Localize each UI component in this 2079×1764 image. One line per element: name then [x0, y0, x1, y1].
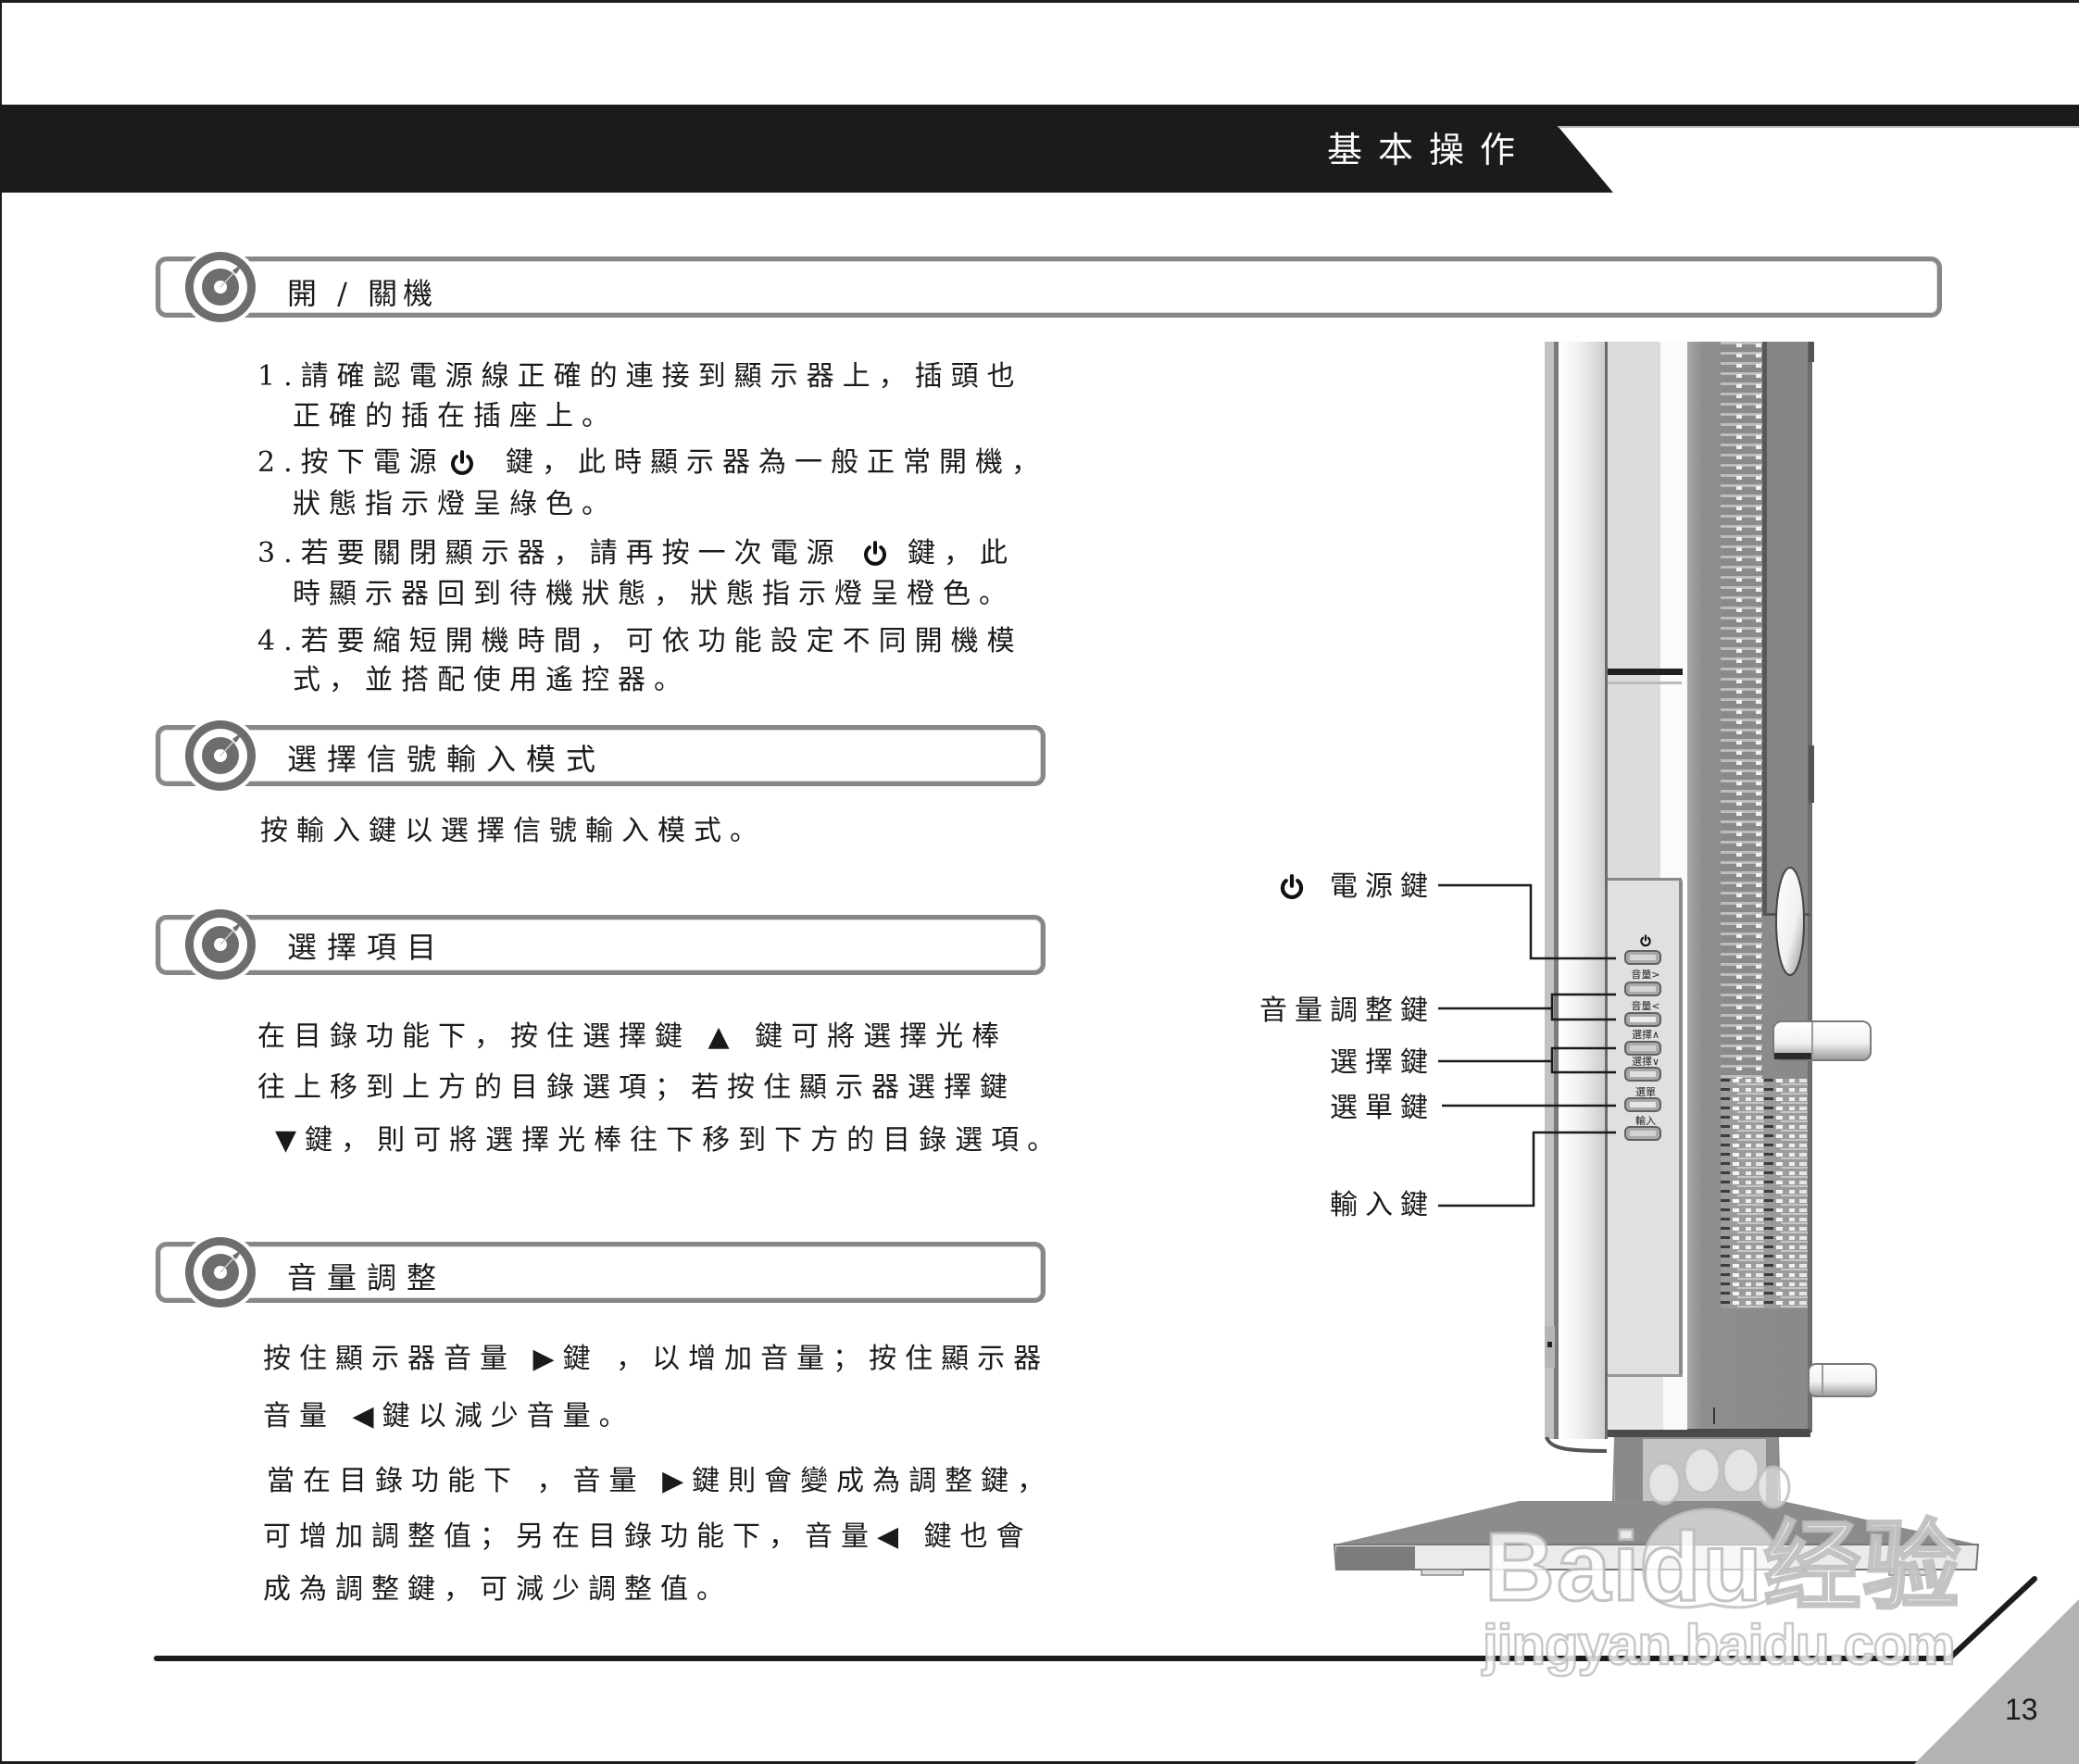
target-icon: [182, 248, 259, 326]
chapter-header-band: [0, 105, 2079, 193]
section-header-input-mode: [156, 725, 1046, 786]
panel-label-select-up: 選擇∧: [1631, 1029, 1660, 1041]
vent-grille-lower: [1721, 1079, 1808, 1308]
panel-label-input: 輸入: [1635, 1115, 1656, 1127]
leader-input: [1438, 1131, 1616, 1207]
target-icon: [182, 906, 259, 983]
leader-select-bracket: [1550, 1046, 1616, 1074]
panel-button-input: [1624, 1126, 1661, 1141]
panel-button-volume-up: [1624, 982, 1661, 996]
leader-power: [1438, 883, 1616, 960]
body-line: 成為調整鍵，可減少調整值。: [263, 1573, 733, 1606]
section-header-select-item: [156, 915, 1046, 975]
panel-label-select-down: 選擇∨: [1631, 1056, 1660, 1068]
callout-power-key: 電源鍵: [1330, 870, 1435, 903]
body-line: 在目錄功能下，按住選擇鍵 ▲ 鍵可將選擇光棒: [257, 1020, 1008, 1053]
panel-button-select-up: [1624, 1041, 1661, 1056]
body-line: 按輸入鍵以選擇信號輸入模式。: [260, 815, 766, 847]
body-line: 鍵，此時顯示器為一般正常開機，: [506, 446, 1047, 479]
leader-volume-bracket: [1550, 993, 1616, 1021]
section-header-volume: [156, 1242, 1046, 1303]
body-line: 3.若要關閉顯示器，請再按一次電源: [257, 537, 843, 569]
body-line: 鍵，此: [908, 537, 1016, 569]
section-header-power: [156, 256, 1942, 318]
body-line: 往上移到上方的目錄選項；若按住顯示器選擇鍵: [257, 1071, 1016, 1104]
chapter-title: 基本操作: [1327, 130, 1532, 170]
body-line: 音量 ◀鍵以減少音量。: [263, 1400, 635, 1432]
section-title: 選擇項目: [287, 930, 447, 965]
panel-button-power: [1624, 950, 1661, 965]
body-line: 按住顯示器音量 ▶鍵 ，以增加音量；按住顯示器: [263, 1343, 1050, 1375]
body-line: 正確的插在插座上。: [293, 400, 618, 432]
body-line: 1.請確認電源線正確的連接到顯示器上，插頭也: [257, 360, 1023, 393]
panel-label-menu: 選單: [1635, 1086, 1656, 1098]
corner-page-tab: [1914, 1599, 2079, 1764]
carry-handle: [1775, 867, 1805, 976]
body-line: 時顯示器回到待機狀態，狀態指示燈呈橙色。: [293, 578, 1015, 610]
panel-button-menu: [1624, 1097, 1661, 1112]
target-icon: [182, 1233, 259, 1311]
panel-label-volume-up: 音量>: [1631, 969, 1660, 981]
target-icon: [182, 717, 259, 794]
page-number: 13: [2005, 1693, 2038, 1726]
panel-button-select-down: [1624, 1067, 1661, 1082]
body-line: 式，並搭配使用遙控器。: [293, 664, 690, 696]
panel-button-volume-down: [1624, 1012, 1661, 1027]
watermark-brand: Baidu经验: [1484, 1513, 1962, 1621]
panel-label-volume-down: 音量<: [1631, 1000, 1660, 1012]
power-icon: [451, 450, 473, 475]
body-line: 狀態指示燈呈綠色。: [293, 488, 618, 520]
body-line: 可增加調整值；另在目錄功能下，音量◀ 鍵也會: [263, 1520, 1033, 1553]
power-icon: [1280, 874, 1304, 899]
power-icon: [864, 541, 886, 566]
side-connector-lower: [1808, 1363, 1877, 1397]
callout-leader-lines: [1438, 883, 1616, 1207]
body-line: ▼鍵，則可將選擇光棒往下移到下方的目錄選項。: [275, 1124, 1064, 1157]
monitor-illustration: [1333, 342, 1980, 1576]
section-title: 選擇信號輸入模式: [287, 742, 607, 777]
callout-select-key: 選擇鍵: [1330, 1046, 1435, 1079]
watermark-url: jingyan.baidu.com: [1482, 1614, 1957, 1676]
body-line: 4.若要縮短開機時間，可依功能設定不同開機模: [257, 625, 1023, 657]
power-icon: [1640, 934, 1651, 947]
callout-menu-key: 選單鍵: [1330, 1092, 1435, 1124]
callout-volume-key: 音量調整鍵: [1259, 995, 1435, 1027]
section-title: 開 / 關機: [287, 276, 439, 311]
body-line: 當在目錄功能下 ，音量 ▶鍵則會變成為調整鍵，: [267, 1465, 1054, 1497]
callout-input-key: 輸入鍵: [1330, 1189, 1435, 1221]
vent-grille-upper: [1721, 342, 1762, 1079]
side-connector-upper: [1772, 1020, 1872, 1061]
footer-rule: [154, 1576, 2037, 1661]
body-line: 2.按下電源: [257, 446, 445, 479]
section-title: 音量調整: [287, 1260, 447, 1295]
